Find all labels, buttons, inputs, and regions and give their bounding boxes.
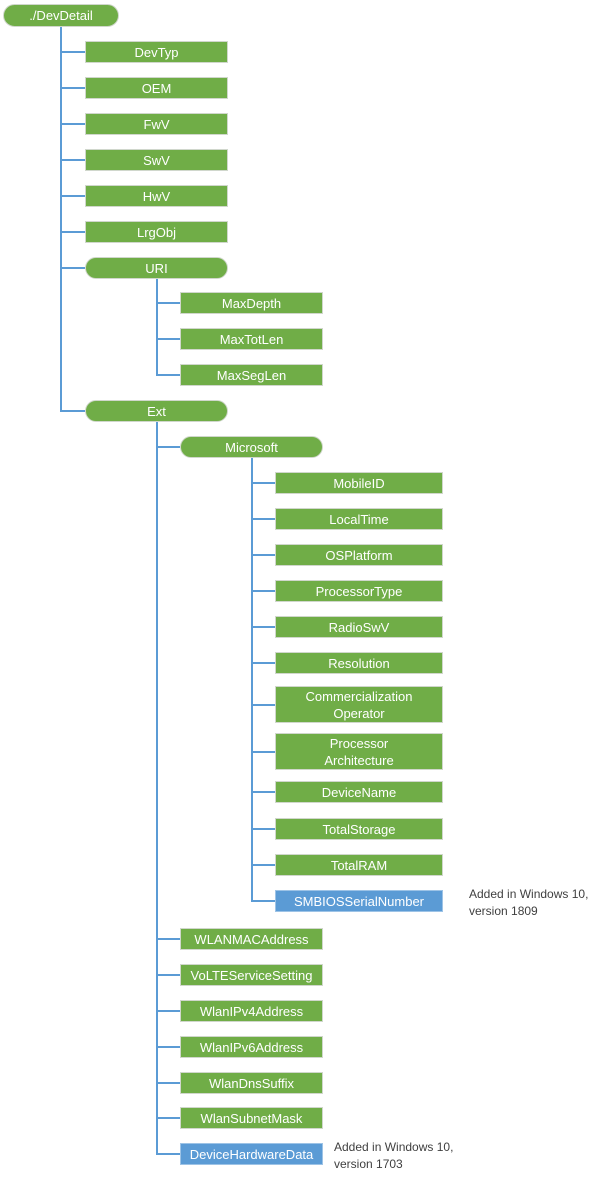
- connector-stub-microsoft: [156, 446, 180, 448]
- connector-stub-totalram: [251, 864, 275, 866]
- tree-node-localtime: LocalTime: [275, 508, 443, 530]
- tree-node-swv: SwV: [85, 149, 228, 171]
- connector-stub-maxseglen: [156, 374, 180, 376]
- tree-node-ext: Ext: [85, 400, 228, 422]
- connector-stub-lrgobj: [60, 231, 85, 233]
- connector-stub-commercialization-operator: [251, 704, 275, 706]
- tree-node-lrgobj: LrgObj: [85, 221, 228, 243]
- tree-node-smbiosserialnumber: SMBIOSSerialNumber: [275, 890, 443, 912]
- tree-node-wlanmacaddress: WLANMACAddress: [180, 928, 323, 950]
- tree-node-wlansubnetmask: WlanSubnetMask: [180, 1107, 323, 1129]
- tree-node-commercialization-operator: Commercialization Operator: [275, 686, 443, 723]
- connector-stub-devicehardwaredata: [156, 1153, 180, 1155]
- tree-node-resolution: Resolution: [275, 652, 443, 674]
- tree-node-wlanipv6address: WlanIPv6Address: [180, 1036, 323, 1058]
- connector-stub-wlandnssuffix: [156, 1082, 180, 1084]
- tree-node-oem: OEM: [85, 77, 228, 99]
- tree-node-radioswv: RadioSwV: [275, 616, 443, 638]
- connector-stub-wlanmacaddress: [156, 938, 180, 940]
- tree-node-processortype: ProcessorType: [275, 580, 443, 602]
- connector-stub-localtime: [251, 518, 275, 520]
- connector-stub-wlanipv4address: [156, 1010, 180, 1012]
- connector-trunk-ext: [156, 422, 158, 1155]
- connector-stub-totalstorage: [251, 828, 275, 830]
- connector-stub-osplatform: [251, 554, 275, 556]
- tree-node-processor-architecture: Processor Architecture: [275, 733, 443, 770]
- connector-stub-wlansubnetmask: [156, 1117, 180, 1119]
- connector-stub-processor-architecture: [251, 751, 275, 753]
- tree-node-devtyp: DevTyp: [85, 41, 228, 63]
- connector-stub-processortype: [251, 590, 275, 592]
- tree-node-wlanipv4address: WlanIPv4Address: [180, 1000, 323, 1022]
- tree-node-maxdepth: MaxDepth: [180, 292, 323, 314]
- connector-stub-resolution: [251, 662, 275, 664]
- tree-node-fwv: FwV: [85, 113, 228, 135]
- tree-node-maxseglen: MaxSegLen: [180, 364, 323, 386]
- connector-trunk-microsoft: [251, 458, 253, 902]
- connector-trunk-uri: [156, 279, 158, 376]
- connector-trunk-devdetail: [60, 27, 62, 412]
- connector-stub-devtyp: [60, 51, 85, 53]
- tree-node-hwv: HwV: [85, 185, 228, 207]
- connector-stub-ext: [60, 410, 85, 412]
- tree-node-devicename: DeviceName: [275, 781, 443, 803]
- connector-stub-devicename: [251, 791, 275, 793]
- connector-stub-oem: [60, 87, 85, 89]
- connector-stub-voltservicesetting: [156, 974, 180, 976]
- connector-stub-mobileid: [251, 482, 275, 484]
- tree-node-uri: URI: [85, 257, 228, 279]
- connector-stub-fwv: [60, 123, 85, 125]
- tree-node-devicehardwaredata: DeviceHardwareData: [180, 1143, 323, 1165]
- tree-node-totalstorage: TotalStorage: [275, 818, 443, 840]
- annotation-note-1809: Added in Windows 10, version 1809: [469, 887, 589, 918]
- connector-stub-swv: [60, 159, 85, 161]
- tree-node-wlandnssuffix: WlanDnsSuffix: [180, 1072, 323, 1094]
- connector-stub-uri: [60, 267, 85, 269]
- tree-node-mobileid: MobileID: [275, 472, 443, 494]
- connector-stub-maxtotlen: [156, 338, 180, 340]
- tree-node-totalram: TotalRAM: [275, 854, 443, 876]
- tree-node-osplatform: OSPlatform: [275, 544, 443, 566]
- tree-node-microsoft: Microsoft: [180, 436, 323, 458]
- tree-node-voltservicesetting: VoLTEServiceSetting: [180, 964, 323, 986]
- connector-stub-smbiosserialnumber: [251, 900, 275, 902]
- connector-stub-maxdepth: [156, 302, 180, 304]
- annotation-note-1703: Added in Windows 10, version 1703: [334, 1140, 454, 1171]
- tree-node-maxtotlen: MaxTotLen: [180, 328, 323, 350]
- connector-stub-radioswv: [251, 626, 275, 628]
- connector-stub-hwv: [60, 195, 85, 197]
- tree-node-devdetail: ./DevDetail: [3, 4, 119, 27]
- connector-stub-wlanipv6address: [156, 1046, 180, 1048]
